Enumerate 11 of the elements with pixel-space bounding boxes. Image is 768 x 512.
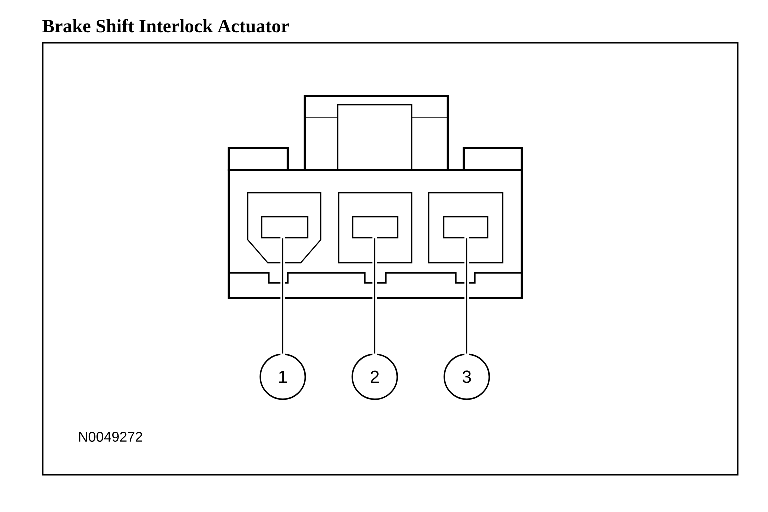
leader-line [280,236,286,356]
leader-line [464,236,470,356]
leader-line [372,236,378,356]
title: Brake Shift Interlock Actuator [42,19,290,33]
figure-number: N0049272 [79,432,142,442]
callout-number: 3 [444,354,490,400]
callout-number: 1 [260,354,306,400]
terminal [261,216,309,239]
terminal [443,216,489,239]
callout-number: 2 [352,354,398,400]
terminal [352,216,399,239]
